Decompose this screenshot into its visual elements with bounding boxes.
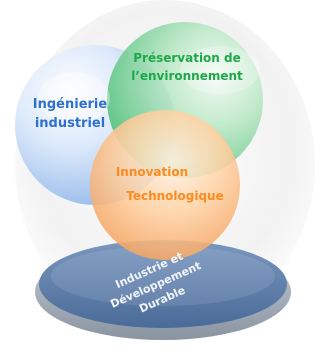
- label-engineering-line1: Ingénierie: [33, 97, 108, 112]
- circle-innovation: [90, 110, 240, 260]
- base-disk: [35, 240, 291, 340]
- highlight-environment: [180, 46, 260, 94]
- highlight-engineering: [38, 72, 110, 124]
- label-innovation-line1: Innovation: [116, 165, 188, 179]
- label-environment-line1: Préservation de: [133, 51, 241, 65]
- label-innovation-line2: Technologique: [126, 189, 224, 203]
- label-environment-line2: l’environnement: [131, 69, 243, 83]
- label-engineering-line2: industriel: [35, 116, 105, 131]
